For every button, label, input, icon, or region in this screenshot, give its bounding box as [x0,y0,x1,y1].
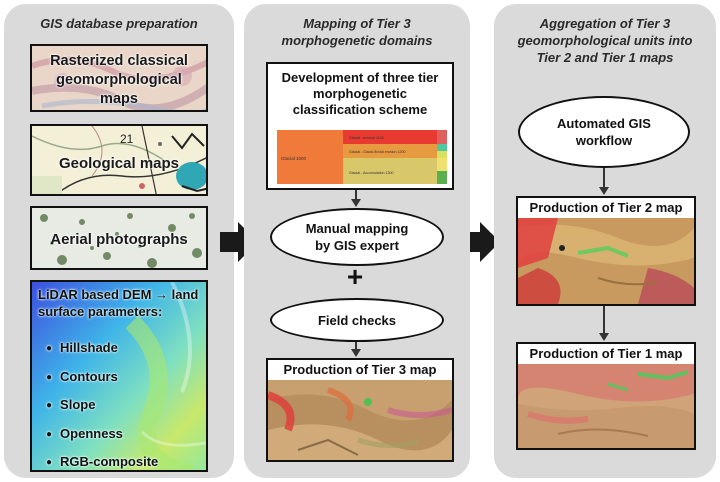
middle-panel-title: Mapping of Tier 3 morphogenetic domains [281,16,433,48]
flow-arrow-left [220,222,258,262]
connector [355,342,357,350]
aerial-photos-box: Aerial photographs [30,206,208,270]
connector-arrowhead [351,199,361,207]
manual-mapping-label: Manual mapping by GIS expert [305,221,409,253]
tier1-box: Production of Tier 1 map [516,342,696,450]
manual-mapping-node: Manual mapping by GIS expert [270,208,444,266]
left-panel-title: GIS database preparation [40,16,198,31]
param-item: Slope [46,391,158,420]
tier1-map-image [518,364,694,448]
classical-maps-box: Rasterized classical geomorphological ma… [30,44,208,112]
aerial-photos-label: Aerial photographs [50,231,188,248]
right-panel-title: Aggregation of Tier 3 geomorphological u… [517,16,693,65]
dem-label: LiDAR based DEM → land surface parameter… [38,287,199,319]
geological-map-image [32,126,206,194]
tier2-box: Production of Tier 2 map [516,196,696,306]
classical-map-image [32,46,206,110]
tier1-title: Production of Tier 1 map [529,346,683,361]
geological-maps-label: Geological maps [58,155,180,172]
right-panel: Aggregation of Tier 3 geomorphological u… [494,4,716,478]
workflow-label: Automated GIS workflow [557,116,651,148]
param-item: RGB-composite [46,448,158,470]
connector [355,190,357,200]
plus-sign: + [346,261,364,292]
tier3-box: Production of Tier 3 map [266,358,454,462]
geological-maps-box: 21 Geological maps [30,124,208,196]
middle-panel: Mapping of Tier 3 morphogenetic domains … [244,4,470,478]
tier2-cell: Glacial - Glacio-fluvial erosion 1200 [349,150,406,154]
scheme-title: Development of three tier morphogenetic … [281,70,439,117]
tier1-cell: Glacial 1000 [281,156,307,161]
param-item: Contours [46,363,158,392]
classification-table: Glacial 1000 Glacial - erosion 1100 Glac… [277,130,447,184]
geological-map-number: 21 [120,132,134,146]
flow-arrow-right [460,222,500,262]
param-item: Hillshade [46,334,158,363]
scheme-box: Development of three tier morphogenetic … [266,62,454,190]
dem-box: LiDAR based DEM → land surface parameter… [30,280,208,472]
tier2-map-image [518,218,694,304]
tier2-cell: Glacial - erosion 1100 [349,136,384,140]
left-panel: GIS database preparation Rasterized clas… [4,4,234,478]
tier2-title: Production of Tier 2 map [529,200,683,215]
parameter-list: Hillshade Contours Slope Openness RGB-co… [46,334,158,470]
aerial-photo-image [32,208,206,268]
connector-arrowhead [351,349,361,357]
workflow-node: Automated GIS workflow [518,96,690,168]
field-checks-label: Field checks [317,312,397,328]
connector [603,306,605,334]
classical-maps-label: Rasterized classical geomorphological ma… [50,53,188,107]
param-item: Openness [46,420,158,449]
tier3-title: Production of Tier 3 map [283,362,437,377]
tier3-map-image [268,380,452,460]
connector-arrowhead [599,187,609,195]
connector-arrowhead [599,333,609,341]
field-checks-node: Field checks [270,298,444,342]
connector [603,168,605,188]
tier2-cell: Glacial - Accumulation 1300 [349,171,394,175]
